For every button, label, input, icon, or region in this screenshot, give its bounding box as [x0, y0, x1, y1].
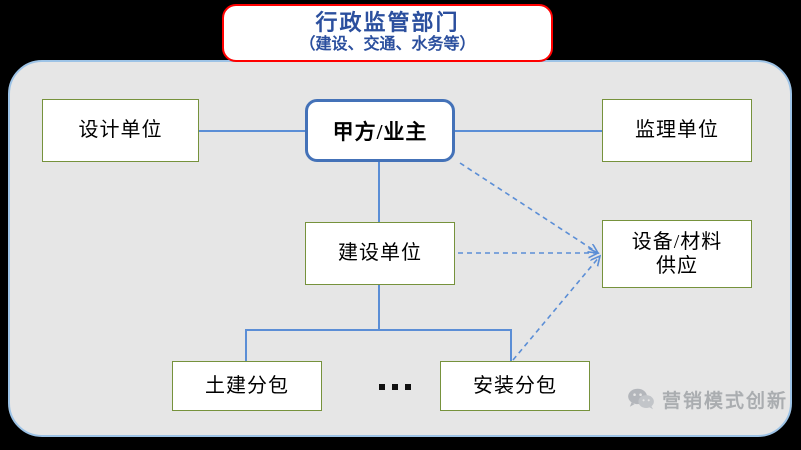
node-supervision-unit-label: 监理单位 — [635, 119, 719, 142]
node-installation-subcontract[interactable]: 安装分包 — [440, 361, 590, 411]
connector-design-to-owner — [198, 130, 306, 132]
node-civil-subcontract[interactable]: 土建分包 — [172, 361, 322, 411]
node-owner-label: 甲方/业主 — [332, 119, 428, 144]
node-construction-unit[interactable]: 建设单位 — [305, 222, 455, 285]
ellipsis-dot — [405, 384, 411, 390]
ellipsis-indicator — [355, 372, 435, 402]
node-supply-label-line1: 设备/材料 — [631, 231, 723, 253]
connector-bus-to-civil — [245, 329, 247, 362]
node-civil-subcontract-label: 土建分包 — [205, 374, 289, 397]
node-equipment-material-supply[interactable]: 设备/材料 供应 — [602, 220, 752, 288]
wechat-icon — [628, 388, 654, 410]
connector-subcontract-bus — [245, 329, 512, 331]
node-installation-subcontract-label: 安装分包 — [473, 374, 557, 397]
ellipsis-dot — [392, 384, 398, 390]
node-supply-label-line2: 供应 — [656, 255, 698, 277]
node-construction-unit-label: 建设单位 — [338, 242, 422, 265]
connector-bus-to-install — [510, 329, 512, 362]
connector-owner-to-builder — [378, 161, 380, 223]
node-design-unit[interactable]: 设计单位 — [42, 99, 199, 162]
node-supervision-unit[interactable]: 监理单位 — [602, 99, 752, 162]
title-banner: 行政监管部门 （建设、交通、水务等） — [222, 4, 553, 62]
node-design-unit-label: 设计单位 — [78, 119, 163, 142]
ellipsis-dot — [379, 384, 385, 390]
title-sub-text: （建设、交通、水务等） — [299, 36, 476, 54]
title-main-text: 行政监管部门 — [315, 10, 460, 36]
connector-builder-stem — [378, 284, 380, 330]
node-owner[interactable]: 甲方/业主 — [305, 99, 455, 162]
watermark-label: 营销模式创新 — [662, 390, 789, 412]
connector-owner-to-supervisor — [454, 130, 603, 132]
watermark: 营销模式创新 — [627, 383, 788, 415]
